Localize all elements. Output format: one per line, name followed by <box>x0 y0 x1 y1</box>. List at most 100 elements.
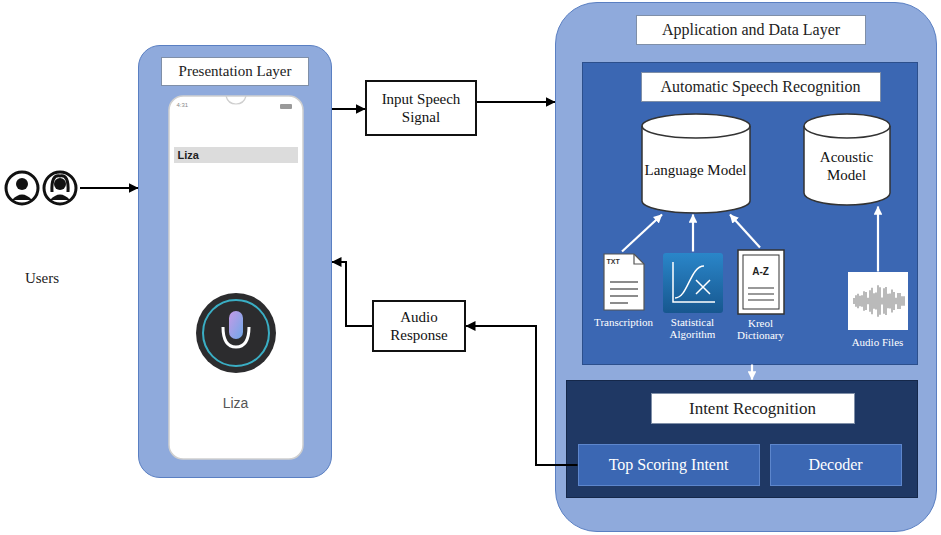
user-head <box>54 178 66 190</box>
wave-stroke <box>897 293 898 309</box>
wave-stroke <box>885 287 886 315</box>
process-box: Top Scoring Intent <box>578 444 760 486</box>
node-label: Statistical Algorithm <box>660 316 726 341</box>
text-slot: Decoder <box>771 445 901 485</box>
wave-stroke <box>875 292 876 309</box>
text-slot: Intent Recognition <box>651 393 855 424</box>
heading-label: Automatic Speech Recognition <box>641 72 881 102</box>
node-label: Audio Files <box>842 336 914 349</box>
phone-notch <box>226 96 246 104</box>
text-slot: TXT <box>607 258 631 265</box>
node-label: Acoustic Model <box>802 148 892 184</box>
sigmoid-curve <box>675 266 704 298</box>
node-label: Audio Response <box>374 308 464 344</box>
node-label: Liza <box>168 395 304 411</box>
doc-line <box>610 295 638 297</box>
book-line <box>748 293 774 294</box>
wave-stroke <box>855 295 856 306</box>
text-slot: Automatic Speech Recognition <box>641 72 881 102</box>
user-hair <box>52 176 68 192</box>
layer-panel: Application and Data LayerAutomatic Spee… <box>555 2 937 532</box>
algorithm-icon: Statistical Algorithm <box>660 252 726 347</box>
doc-fold <box>634 254 644 264</box>
node-label: Users <box>4 270 80 287</box>
audio-card <box>848 272 908 330</box>
node-label: Input Speech Signal <box>367 90 475 126</box>
node-label: Transcription <box>588 316 660 329</box>
book-line <box>748 287 774 288</box>
node-label: 4:31 <box>177 102 207 108</box>
mic-ring <box>203 300 269 366</box>
module-panel: Automatic Speech RecognitionLanguage Mod… <box>582 62 918 365</box>
text-slot: Liza <box>174 147 298 163</box>
database-cylinder: Language Model <box>640 112 752 215</box>
wave-stroke <box>861 295 862 306</box>
doc-sheet <box>604 254 644 310</box>
doc-line <box>610 281 638 283</box>
text-slot: Kreol Dictionary <box>730 317 792 342</box>
icon-tile <box>663 253 723 313</box>
process-box: Audio Response <box>372 300 466 352</box>
database-cylinder: Acoustic Model <box>802 112 892 207</box>
text-slot: Application and Data Layer <box>636 15 866 45</box>
flow-arrow <box>332 262 372 326</box>
mic-disc <box>196 293 276 373</box>
cross-mark <box>696 280 710 294</box>
mic-stand <box>223 327 249 347</box>
user-body <box>12 195 32 201</box>
wave-stroke <box>901 296 902 305</box>
wave-stroke <box>881 297 882 304</box>
text-slot: 4:31 <box>177 102 207 108</box>
wave-stroke <box>853 298 854 304</box>
text-slot: Language Model <box>640 134 752 207</box>
wave-stroke <box>887 293 888 307</box>
node-label: Kreol Dictionary <box>730 317 792 342</box>
text-slot: Acoustic Model <box>802 134 892 199</box>
layer-panel: Presentation Layer4:31LizaLiza <box>138 45 332 478</box>
text-slot: Transcription <box>588 316 660 329</box>
wave-stroke <box>859 295 860 305</box>
wave-stroke <box>879 287 880 314</box>
flow-arrow <box>751 365 753 380</box>
user-body <box>50 195 70 201</box>
flow-arrow <box>730 215 760 248</box>
wave-stroke <box>883 288 884 314</box>
cylinder-rim <box>642 126 750 138</box>
doc-line <box>610 288 638 290</box>
wave-stroke <box>869 290 870 311</box>
mic-capsule <box>229 311 243 339</box>
text-slot: Audio Files <box>842 336 914 349</box>
phone-screen: 4:31LizaLiza <box>168 95 304 460</box>
wave-stroke <box>877 285 878 317</box>
user-ring <box>6 172 38 204</box>
text-slot: Liza <box>168 395 304 411</box>
wave-stroke <box>903 296 904 305</box>
wave-stroke <box>891 289 892 312</box>
node-label: Liza <box>174 147 298 163</box>
text-slot: Presentation Layer <box>161 57 309 86</box>
flow-arrow <box>692 215 694 252</box>
dictionary-icon: A-Z Kreol Dictionary <box>730 248 792 347</box>
node-label: A-Z <box>743 266 779 277</box>
heading-label: Intent Recognition <box>651 393 855 424</box>
wave-stroke <box>873 293 874 308</box>
wave-stroke <box>893 292 894 310</box>
flow-arrow <box>80 187 138 189</box>
wave-stroke <box>871 287 872 313</box>
heading-label: Presentation Layer <box>161 57 309 86</box>
heading-label: Application and Data Layer <box>636 15 866 45</box>
wave-stroke <box>899 292 900 308</box>
wave-stroke <box>889 293 890 308</box>
text-slot: Top Scoring Intent <box>579 445 759 485</box>
axes <box>673 262 715 302</box>
audio-icon: Audio Files <box>842 272 914 360</box>
flow-arrow <box>477 101 555 103</box>
flow-arrow <box>466 326 578 465</box>
user-ring <box>44 172 76 204</box>
text-slot: Statistical Algorithm <box>660 316 726 341</box>
user-head <box>16 178 28 190</box>
cylinder-rim <box>804 126 890 138</box>
wave-stroke <box>895 297 896 304</box>
cylinder-body <box>642 114 750 213</box>
